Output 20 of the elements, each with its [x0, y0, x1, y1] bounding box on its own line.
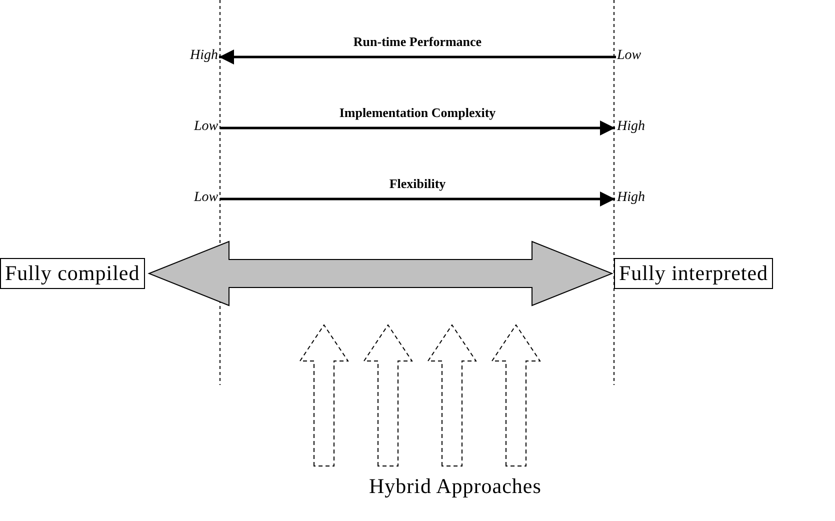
hollow-block-arrow [491, 324, 541, 466]
hollow-block-arrow [299, 324, 349, 466]
scale-label: High [617, 119, 645, 135]
hollow-block-arrow [427, 324, 477, 466]
arrow [220, 192, 615, 206]
arrow [219, 50, 616, 64]
hollow-block-arrow [363, 324, 413, 466]
scale-label: High [190, 48, 218, 64]
edge-label: Run-time Performance [353, 34, 482, 50]
arrow [220, 120, 615, 136]
approach-box: Fully compiled [0, 258, 145, 289]
scale-label: Low [194, 119, 218, 135]
scale-label: Low [194, 190, 218, 206]
scale-label: High [617, 190, 645, 206]
approach-box: Fully interpreted [614, 258, 774, 289]
edge-label: Flexibility [389, 176, 446, 192]
edge-label: Implementation Complexity [339, 105, 496, 121]
caption-text: Hybrid Approaches [369, 474, 542, 499]
scale-label: Low [617, 48, 642, 64]
double-block-arrow [148, 240, 614, 306]
